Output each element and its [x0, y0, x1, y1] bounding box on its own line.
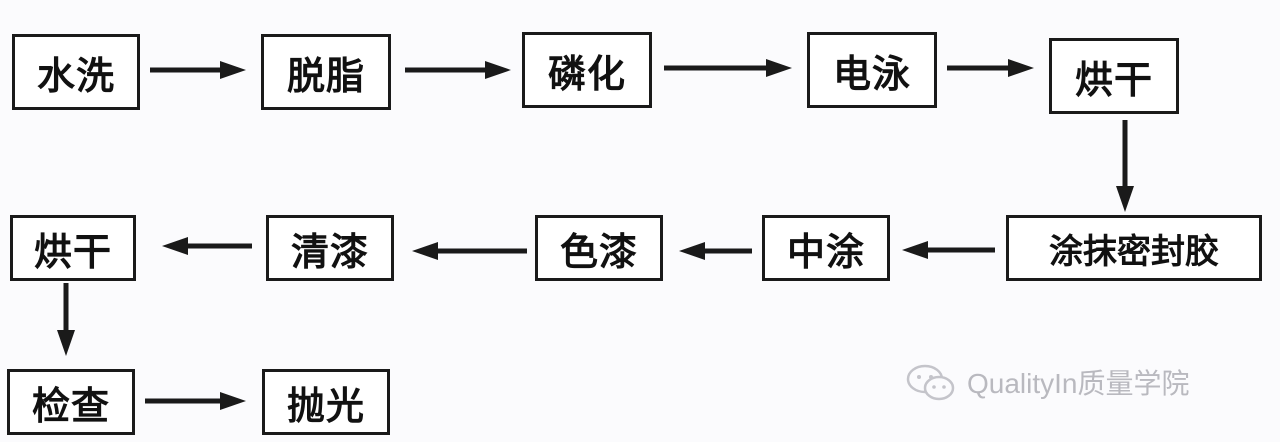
arrow-head-s1-s2 [220, 61, 246, 79]
arrow-head-s4-s5 [1008, 59, 1034, 77]
arrow-head-s3-s4 [766, 59, 792, 77]
step-inspection: 检查 [7, 369, 135, 435]
step-polishing: 抛光 [262, 369, 390, 435]
step-water-wash: 水洗 [12, 34, 140, 110]
step-primer-surfacer: 中涂 [762, 215, 890, 281]
arrow-head-s6-s7 [902, 241, 928, 259]
arrow-head-s7-s8 [679, 242, 705, 260]
step-drying-1: 烘干 [1049, 38, 1179, 114]
arrow-head-s8-s9 [412, 242, 438, 260]
arrow-head-s2-s3 [485, 61, 511, 79]
wechat-icon [906, 364, 955, 401]
arrow-head-s10-s11 [57, 330, 75, 356]
step-drying-2: 烘干 [10, 215, 136, 281]
step-degreasing: 脱脂 [261, 34, 391, 110]
step-clear-coat: 清漆 [266, 215, 394, 281]
step-phosphating: 磷化 [522, 32, 652, 108]
watermark: QualityIn质量学院 [905, 360, 1190, 404]
step-electrocoating: 电泳 [807, 32, 937, 108]
step-apply-sealant: 涂抹密封胶 [1006, 215, 1262, 281]
step-base-coat: 色漆 [535, 215, 663, 281]
arrow-head-s11-s12 [220, 392, 246, 410]
watermark-text: QualityIn质量学院 [967, 368, 1190, 399]
arrow-head-s5-s6 [1116, 186, 1134, 212]
arrow-head-s9-s10 [162, 237, 188, 255]
